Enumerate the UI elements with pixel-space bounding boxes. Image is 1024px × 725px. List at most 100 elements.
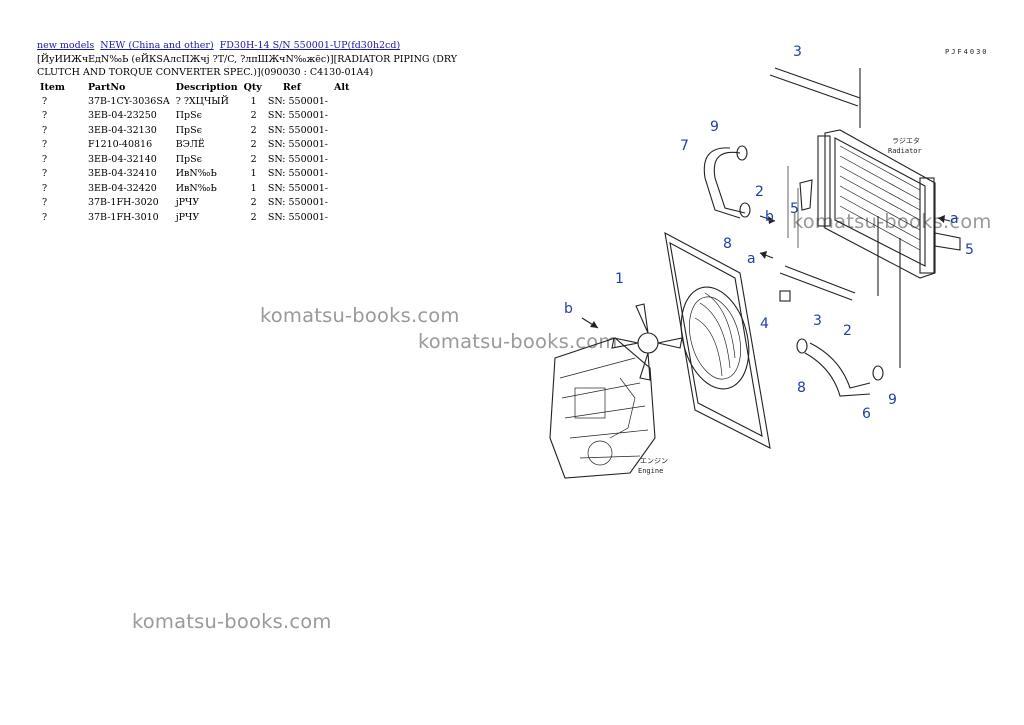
cell-partno: 3EB-04-32130: [87, 124, 157, 136]
watermark: komatsu-books.com: [418, 330, 618, 353]
cell-description: ПрЅє: [175, 153, 202, 165]
breadcrumb-link-new-models[interactable]: new models: [37, 40, 95, 51]
cell-item: ?: [42, 197, 48, 209]
table-row: ? 37B-1CY-3036SA ? ?ХЦЧЫЙ 1 SN: 550001-: [37, 94, 352, 109]
radiator-assembly: [817, 129, 936, 279]
breadcrumb-link-model[interactable]: FD30H-14 S/N 550001-UP(fd30h2cd): [219, 40, 401, 51]
watermark: komatsu-books.com: [792, 210, 992, 233]
cell-description: јРЧУ: [175, 211, 200, 223]
table-row: ? 37B-1FH-3020 јРЧУ 2 SN: 550001-: [37, 196, 352, 211]
radiator-label-en: Radiator: [888, 147, 922, 155]
cell-qty: 2: [250, 211, 257, 223]
table-row: ? 3EB-04-32130 ПрЅє 2 SN: 550001-: [37, 123, 352, 138]
cell-item: ?: [42, 124, 48, 136]
breadcrumb: new models NEW (China and other) FD30H-1…: [37, 40, 403, 51]
cell-item: ?: [42, 182, 48, 194]
cell-partno: 37B-1CY-3036SA: [87, 95, 170, 107]
cell-qty: 1: [250, 182, 257, 194]
cell-alt: [331, 94, 352, 109]
callout-3: 3: [793, 44, 802, 60]
callout-9b: 9: [888, 392, 897, 408]
flow-arrows: [581, 215, 951, 329]
callout-8b: 8: [797, 380, 806, 396]
cell-partno: 37B-1FH-3010: [87, 211, 159, 223]
table-header-row: Item PartNo Description Qty Ref Alt: [37, 80, 352, 94]
cell-ref: SN: 550001-: [267, 211, 328, 223]
cell-ref: SN: 550001-: [267, 197, 328, 209]
callout-5: 5: [790, 201, 799, 217]
engine: [549, 337, 656, 479]
cell-description: ? ?ХЦЧЫЙ: [175, 95, 229, 107]
cell-qty: 2: [250, 139, 257, 151]
callout-4: 4: [760, 316, 769, 332]
column-header-description: Description: [175, 81, 238, 93]
table-row: ? 3EB-04-32410 ИвN‰Ь 1 SN: 550001-: [37, 167, 352, 182]
cell-qty: 2: [250, 124, 257, 136]
cell-ref: SN: 550001-: [267, 168, 328, 180]
cell-description: ПрЅє: [175, 110, 202, 122]
cell-qty: 2: [250, 110, 257, 122]
parts-table: Item PartNo Description Qty Ref Alt ? 37B…: [37, 80, 352, 225]
cell-item: ?: [42, 110, 48, 122]
column-header-ref: Ref: [282, 81, 301, 93]
cell-alt: [331, 167, 352, 182]
cell-ref: SN: 550001-: [267, 110, 328, 122]
cell-partno: 37B-1FH-3020: [87, 197, 159, 209]
cell-partno: 3EB-04-32410: [87, 168, 157, 180]
cell-partno: 3EB-04-23250: [87, 110, 157, 122]
radiator-piping-diagram: PJF4030: [549, 44, 989, 479]
cell-alt: [331, 138, 352, 153]
cell-ref: SN: 550001-: [267, 124, 328, 136]
cell-partno: 3EB-04-32420: [87, 182, 157, 194]
fan-shroud: [664, 231, 771, 449]
table-row: ? 37B-1FH-3010 јРЧУ 2 SN: 550001-: [37, 210, 352, 225]
callout-9: 9: [710, 119, 719, 135]
callout-b: b: [765, 209, 774, 225]
callout-a: a: [747, 251, 756, 267]
cell-ref: SN: 550001-: [267, 139, 328, 151]
cell-item: ?: [42, 168, 48, 180]
engine-label-en: Engine: [638, 467, 663, 475]
cell-description: ИвN‰Ь: [175, 182, 217, 194]
callout-5b: 5: [965, 242, 974, 258]
radiator-label-jp: ラジエタ: [892, 136, 920, 145]
column-header-item: Item: [40, 81, 65, 93]
callout-6: 6: [862, 406, 871, 422]
cell-alt: [331, 210, 352, 225]
cell-description: ПрЅє: [175, 124, 202, 136]
cell-alt: [331, 152, 352, 167]
cell-ref: SN: 550001-: [267, 153, 328, 165]
cell-description: јРЧУ: [175, 197, 200, 209]
breadcrumb-link-new-china[interactable]: NEW (China and other): [100, 40, 214, 51]
cell-ref: SN: 550001-: [267, 182, 328, 194]
diagram-code: PJF4030: [945, 48, 989, 56]
watermark: komatsu-books.com: [260, 304, 460, 327]
page-title: [ЙуИИЖчЕдN‰Ь (еЙКЅАлcПЖчј ?T/C, ?лпШЖчN‰…: [37, 54, 457, 78]
cell-description: ИвN‰Ь: [175, 168, 217, 180]
cell-qty: 1: [250, 168, 257, 180]
cell-item: ?: [42, 95, 48, 107]
column-header-partno: PartNo: [87, 81, 126, 93]
hoses: [703, 67, 901, 397]
callout-2b: 2: [843, 323, 852, 339]
cell-qty: 1: [250, 95, 257, 107]
column-header-alt: Alt: [334, 81, 350, 93]
cell-partno: F1210-40816: [87, 139, 153, 151]
cell-partno: 3EB-04-32140: [87, 153, 157, 165]
cell-alt: [331, 181, 352, 196]
table-row: ? 3EB-04-32420 ИвN‰Ь 1 SN: 550001-: [37, 181, 352, 196]
callout-7: 7: [680, 138, 689, 154]
column-header-qty: Qty: [243, 81, 262, 93]
cell-alt: [331, 109, 352, 124]
clamps: [736, 145, 961, 381]
cell-alt: [331, 196, 352, 211]
cell-qty: 2: [250, 153, 257, 165]
cell-item: ?: [42, 211, 48, 223]
cell-item: ?: [42, 139, 48, 151]
cell-qty: 2: [250, 197, 257, 209]
fan: [611, 303, 683, 381]
cell-ref: SN: 550001-: [267, 95, 328, 107]
callout-8: 8: [723, 236, 732, 252]
